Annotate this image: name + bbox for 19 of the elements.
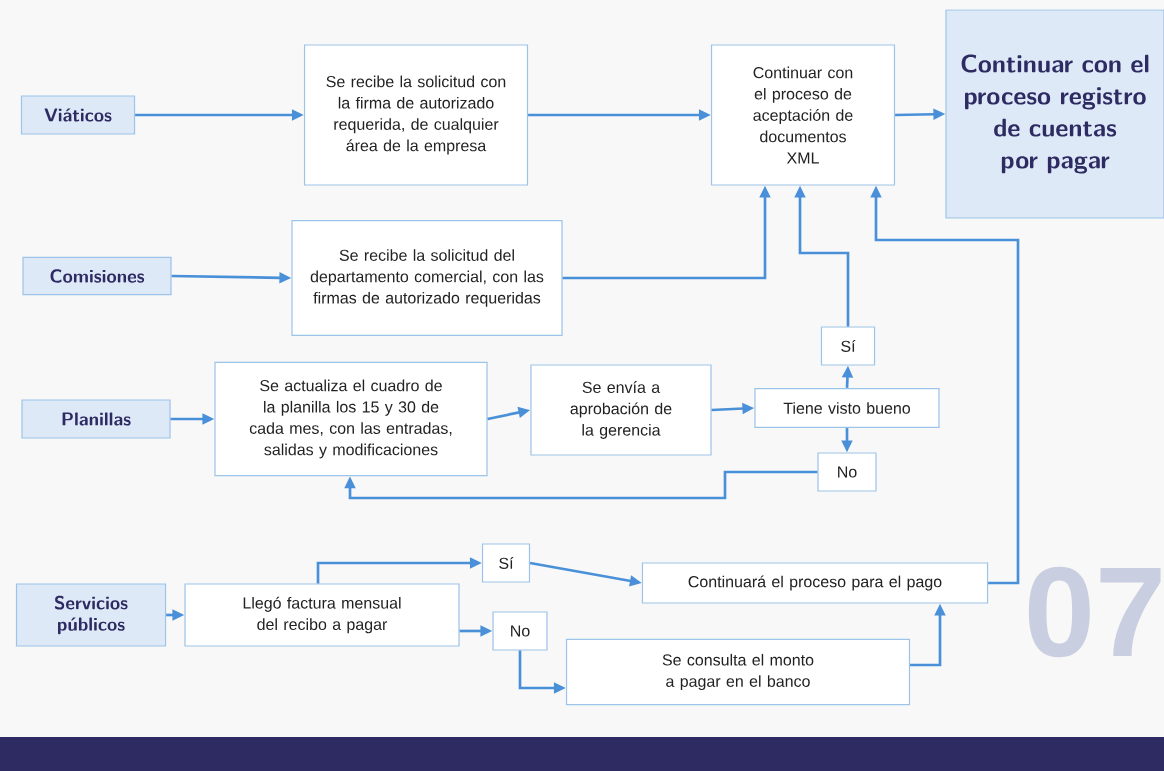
process-box: Llegó factura mensual del recibo a pagar xyxy=(184,583,460,647)
process-box: Continuará el proceso para el pago xyxy=(641,562,989,604)
category-box: Servicios públicos xyxy=(15,583,167,647)
answer-box: No xyxy=(817,452,877,492)
process-box: Se envía a aprobación de la gerencia xyxy=(530,364,712,456)
decision-box: Tiene visto bueno xyxy=(754,387,940,429)
process-box: Continuar con el proceso de aceptación de documentos XML xyxy=(710,44,896,186)
category-box: Viáticos xyxy=(20,95,136,135)
category-box: Comisiones xyxy=(22,256,172,296)
answer-box: Sí xyxy=(820,326,876,366)
answer-box: No xyxy=(492,611,548,651)
arrow xyxy=(344,470,818,500)
result-box: Continuar con el proceso registro de cuentas por pagar xyxy=(945,9,1164,219)
answer-box: Sí xyxy=(481,543,531,583)
process-box: Se actualiza el cuadro de la planilla los 15 y 30 de cada mes, con las entradas, salidas y modificaciones xyxy=(214,361,488,477)
category-box: Planillas xyxy=(21,399,171,439)
process-box: Se consulta el monto a pagar en el banco xyxy=(565,638,911,706)
process-box: Se recibe la solicitud con la firma de autorizado requerida, de cualquier área de la empresa xyxy=(303,44,529,186)
process-box: Se recibe la solicitud del departamento comercial, con las firmas de autorizado requeridas xyxy=(291,219,563,337)
